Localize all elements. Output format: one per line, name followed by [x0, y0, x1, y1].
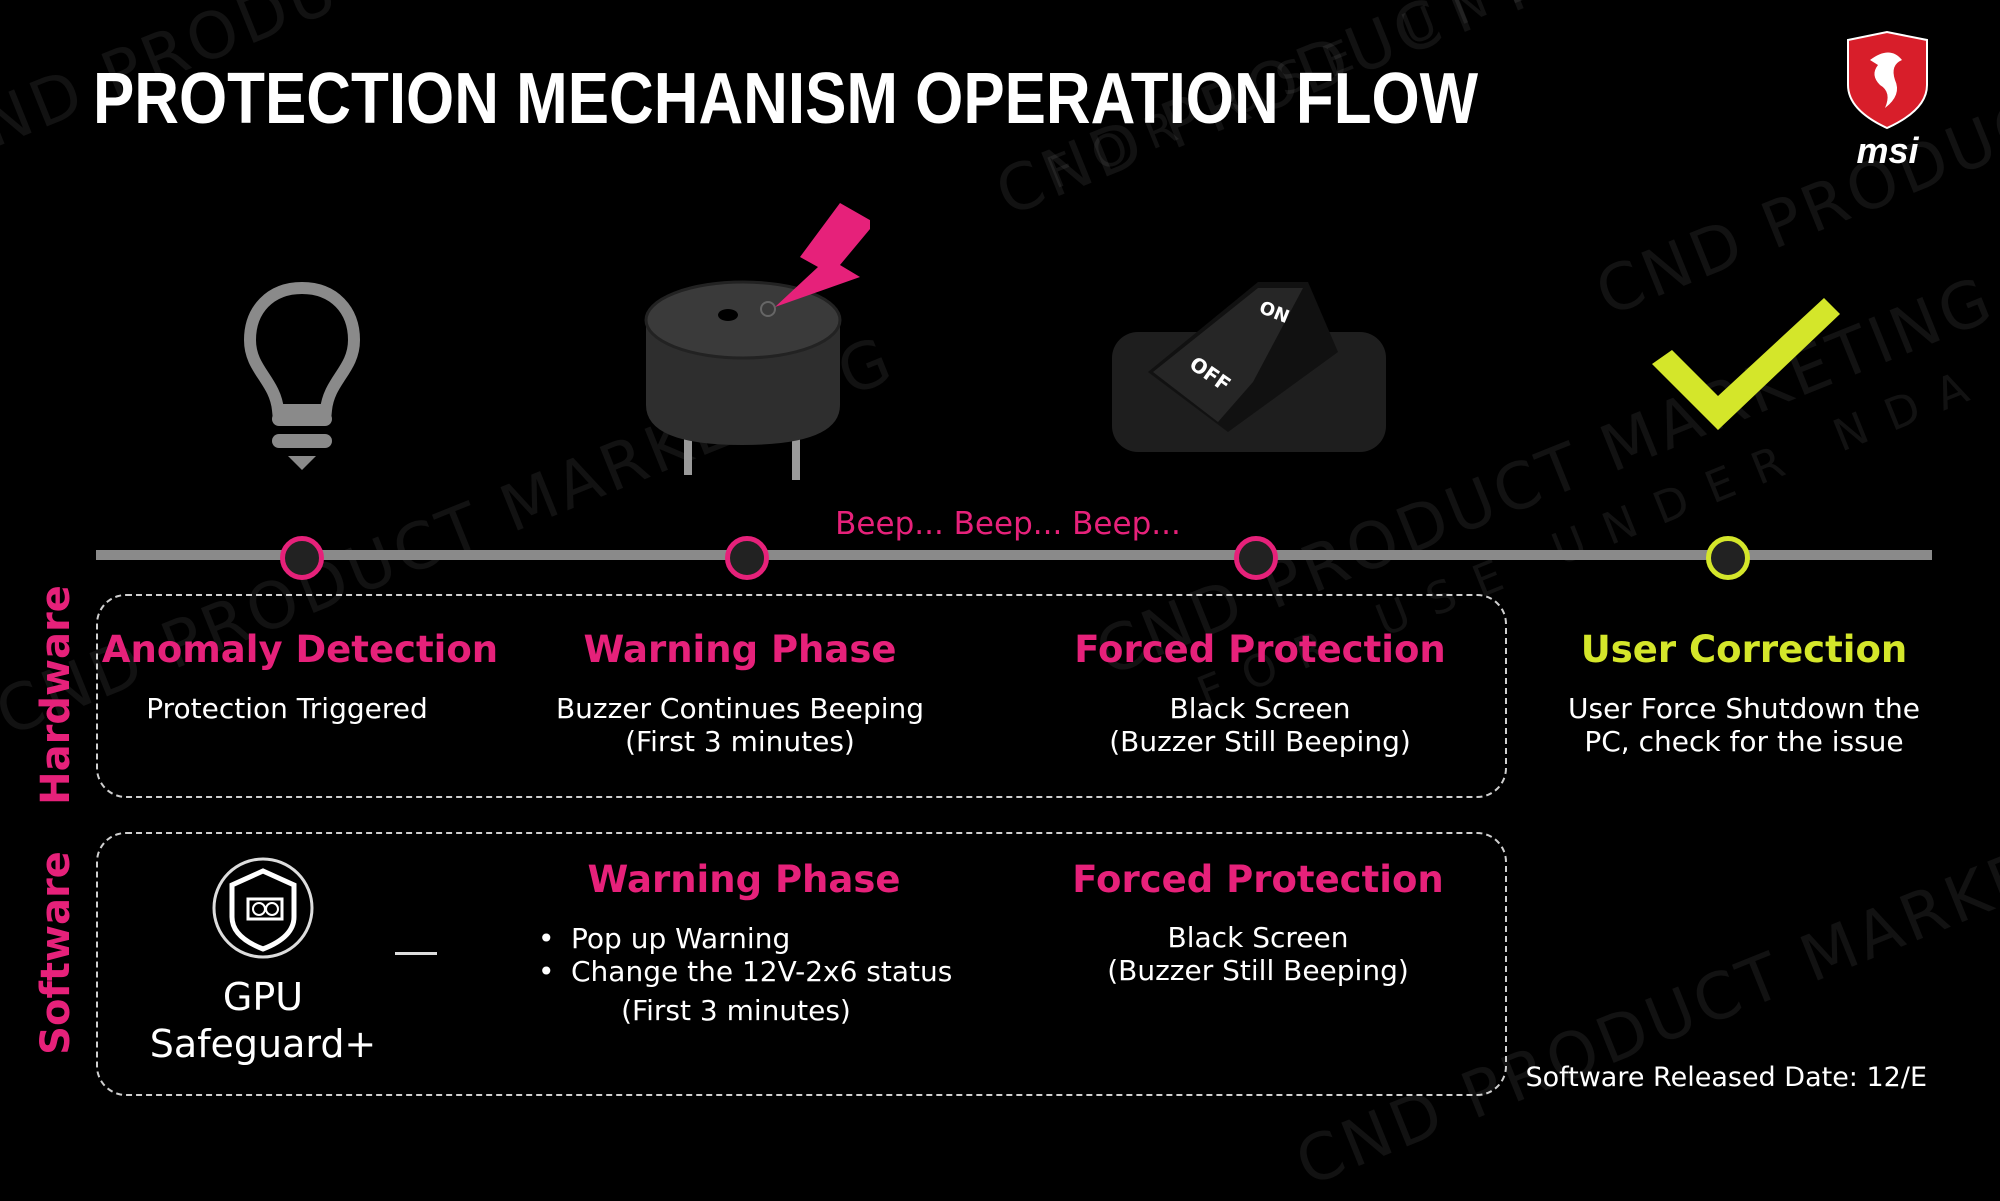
software-label: Software	[33, 851, 79, 1055]
buzzer-icon	[644, 203, 870, 480]
step-text: (First 3 minutes)	[621, 994, 851, 1027]
step-text: (First 3 minutes)	[625, 725, 855, 758]
step-text: Black Screen	[1169, 692, 1351, 725]
timeline-node-anomaly	[280, 536, 324, 580]
msi-logo-text: msi	[1856, 130, 1919, 171]
beep-label: Beep... Beep... Beep...	[835, 506, 1181, 542]
step-title: Forced Protection	[1074, 628, 1446, 671]
step-title: User Correction	[1580, 628, 1908, 671]
step-title: Warning Phase	[583, 628, 897, 671]
step-text: Protection Triggered	[146, 692, 428, 725]
step-text: User Force Shutdown the	[1567, 692, 1921, 725]
lightbulb-icon	[243, 281, 361, 470]
gpu-safeguard-icon	[212, 857, 314, 959]
app-name-line2: Safeguard+	[149, 1022, 377, 1066]
step-text: Black Screen	[1167, 921, 1349, 954]
step-text: (Buzzer Still Beeping)	[1109, 725, 1411, 758]
bullet-text: Change the 12V-2x6 status	[571, 955, 953, 988]
timeline-node-correction	[1706, 536, 1750, 580]
power-switch-icon: ON OFF	[1112, 282, 1386, 452]
bullet-text: Pop up Warning	[571, 922, 791, 955]
msi-shield-icon	[1847, 30, 1928, 130]
bullet-item: •Pop up Warning	[538, 922, 791, 955]
step-text: PC, check for the issue	[1584, 725, 1904, 758]
lightning-bolt-icon	[775, 203, 870, 307]
timeline-node-warning	[725, 536, 769, 580]
step-text: (Buzzer Still Beeping)	[1107, 954, 1409, 987]
step-title: Forced Protection	[1072, 858, 1444, 901]
timeline-node-forced	[1234, 536, 1278, 580]
release-date: Software Released Date: 12/E	[1525, 1062, 1927, 1093]
hardware-box	[96, 594, 1507, 798]
msi-logo: msi	[1840, 30, 1935, 171]
connector-dash	[395, 952, 437, 955]
app-name-line1: GPU	[222, 975, 304, 1019]
page-title: PROTECTION MECHANISM OPERATION FLOW	[93, 59, 1479, 139]
timeline-track	[96, 550, 1932, 560]
bullet-item: •Change the 12V-2x6 status	[538, 955, 953, 988]
checkmark-icon	[1652, 298, 1840, 430]
step-title: Warning Phase	[587, 858, 901, 901]
step-title: Anomaly Detection	[101, 628, 499, 671]
step-text: Buzzer Continues Beeping	[555, 692, 925, 725]
software-box	[96, 832, 1507, 1096]
